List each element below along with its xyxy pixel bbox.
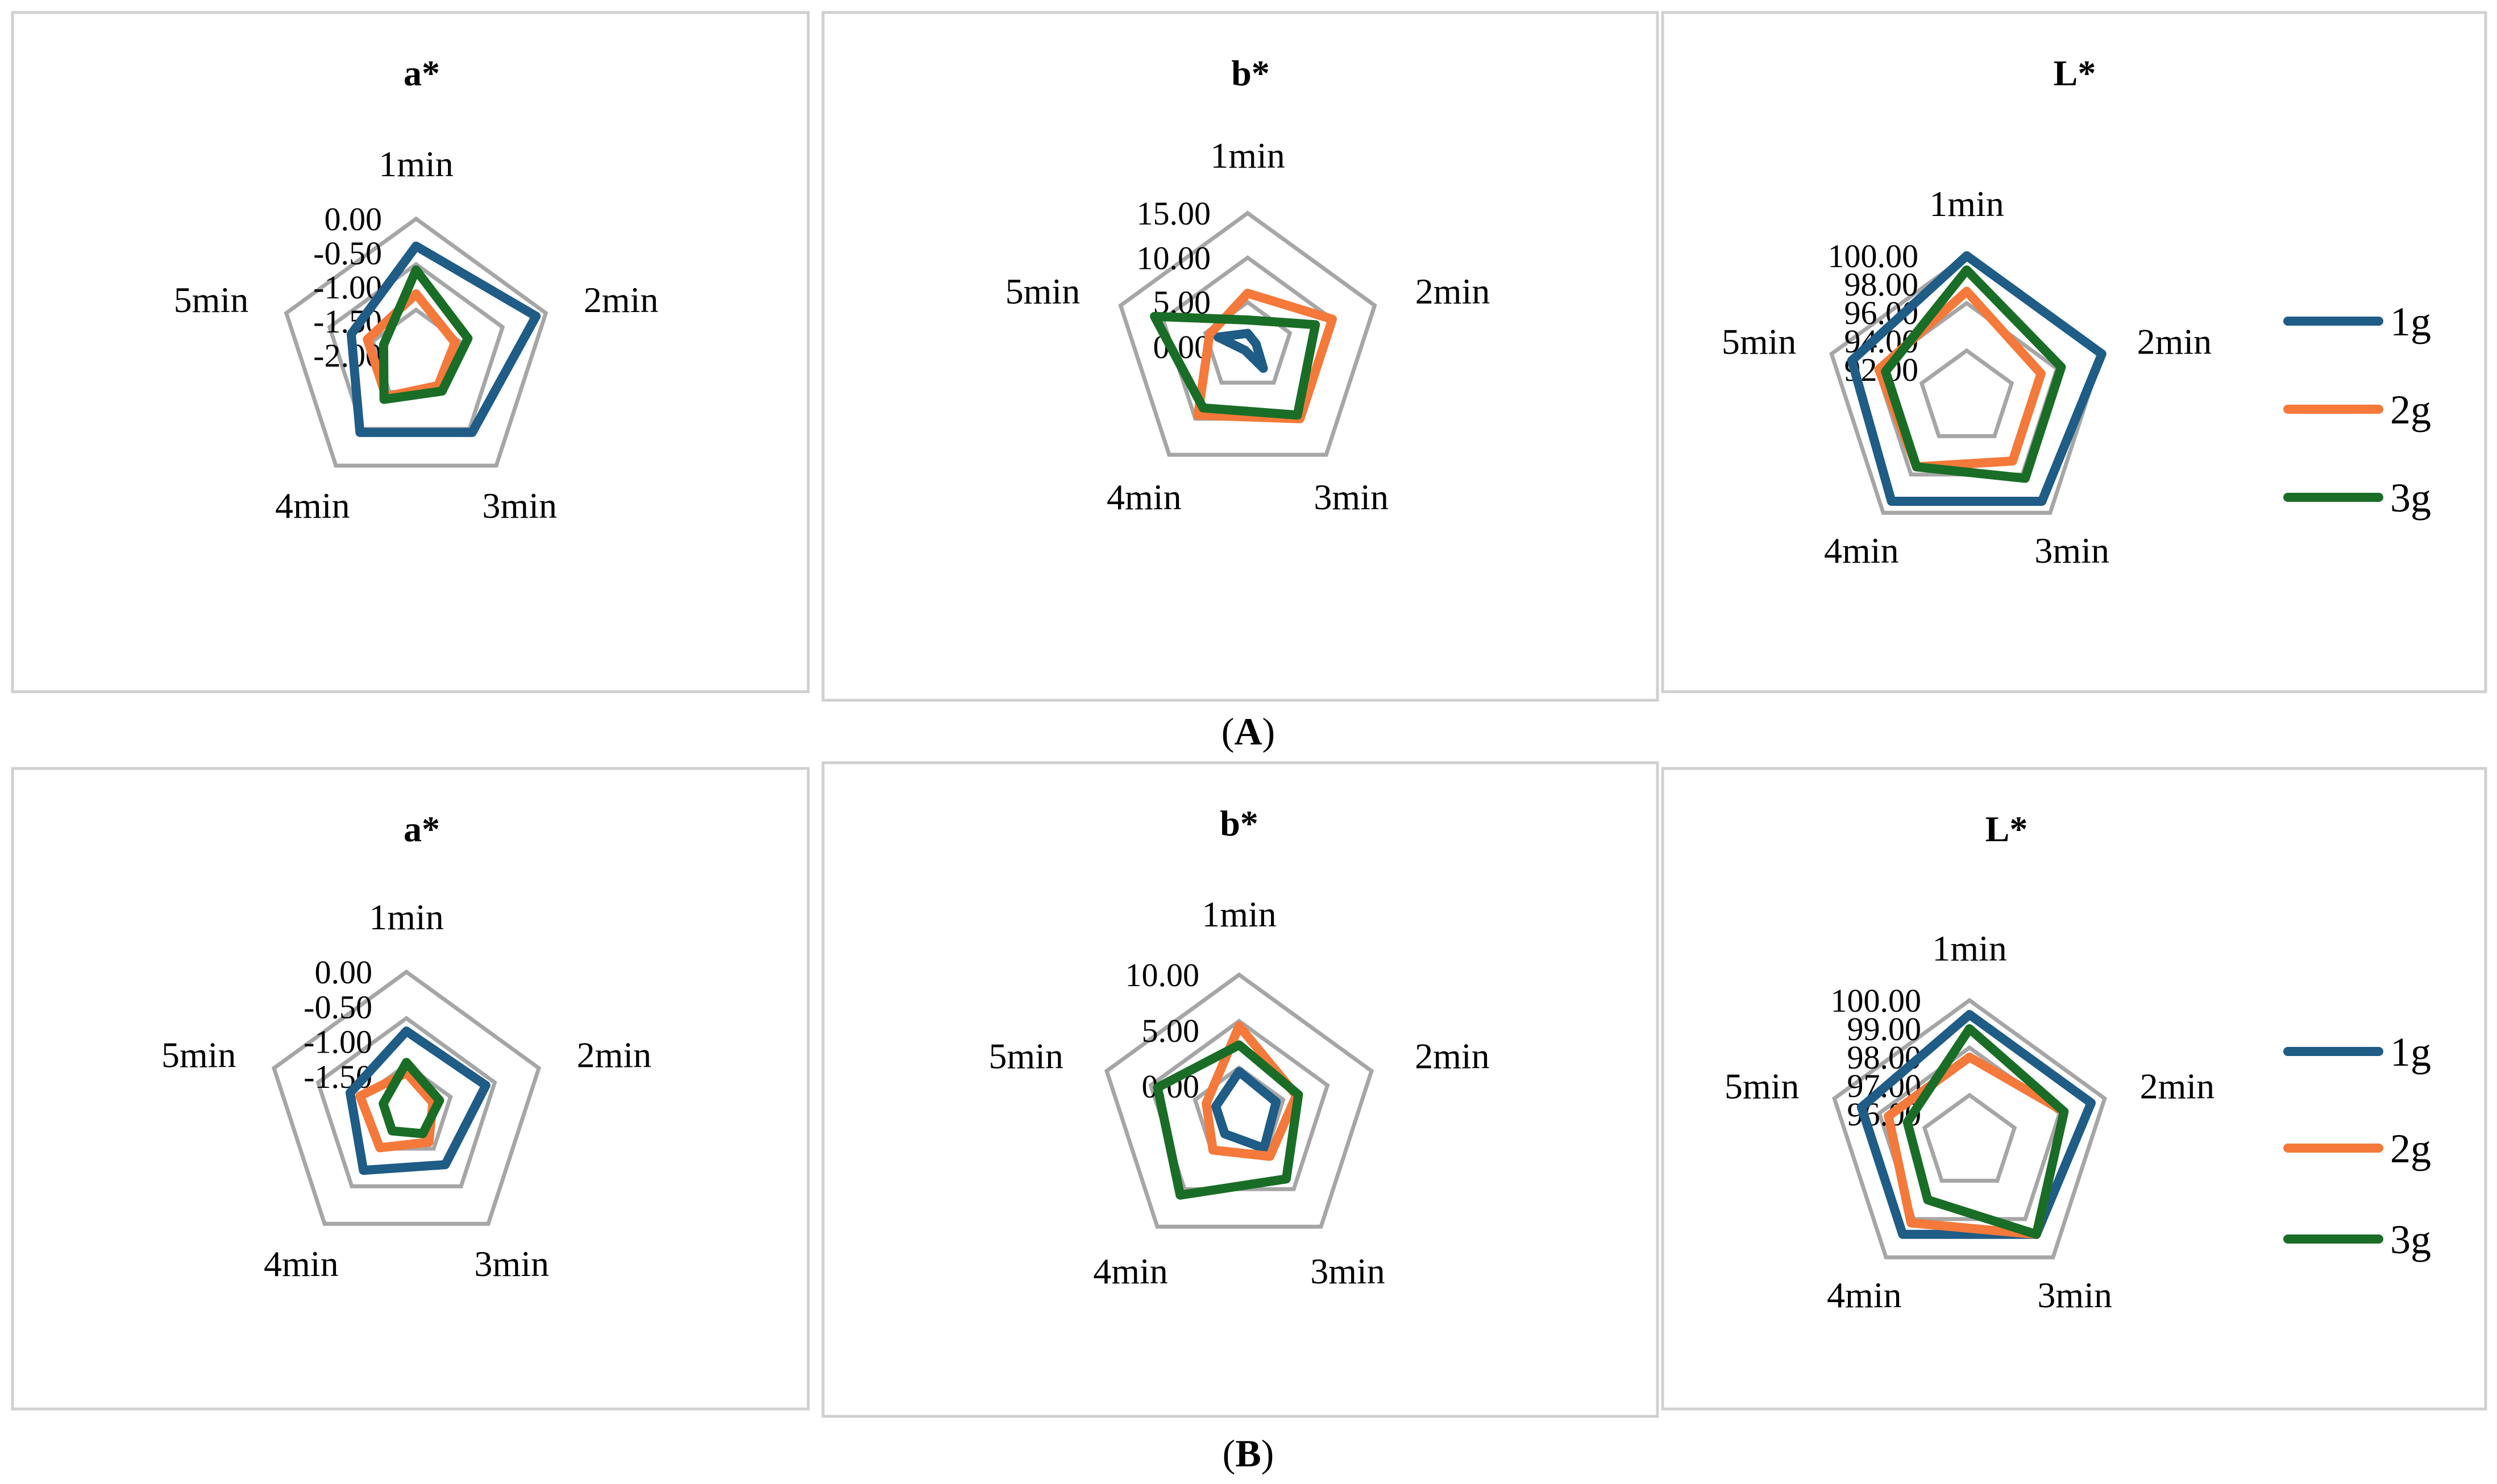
category-label-2min: 2min	[577, 1035, 652, 1075]
grid-ring	[315, 1016, 497, 1188]
category-label-2min: 2min	[2137, 322, 2212, 362]
series-1g	[1847, 251, 2107, 506]
category-label-1min: 1min	[1932, 928, 2007, 968]
chart-title: a*	[404, 53, 440, 93]
category-label-3min: 3min	[474, 1244, 549, 1284]
category-label-1min: 1min	[369, 897, 444, 937]
radar-chart-B-3: L*100.0099.0098.0097.0096.001min2min3min…	[1661, 767, 2487, 1411]
category-label-5min: 5min	[1725, 1066, 1800, 1107]
category-label-2min: 2min	[1415, 271, 1490, 311]
series-3g	[379, 265, 473, 404]
tick-label: 0.00	[325, 201, 383, 238]
grid-ring	[271, 969, 542, 1226]
legend-A: 1g 2g 3g	[2283, 299, 2431, 521]
tick-label: 99.00	[1847, 1011, 1922, 1047]
category-label-3min: 3min	[482, 485, 557, 526]
category-label-3min: 3min	[2034, 530, 2109, 571]
category-label-5min: 5min	[988, 1036, 1063, 1076]
tick-label: 100.00	[1828, 238, 1919, 275]
series-3g	[1150, 311, 1320, 420]
tick-label: 100.00	[1831, 982, 1922, 1019]
category-label-4min: 4min	[1093, 1251, 1168, 1291]
chart-title: L*	[2054, 53, 2096, 93]
category-label-1min: 1min	[379, 144, 454, 184]
series-3g	[1881, 265, 2066, 483]
category-label-5min: 5min	[1006, 271, 1081, 311]
panel-caption-B: (B)	[1223, 1432, 1274, 1475]
category-label-2min: 2min	[1415, 1036, 1490, 1076]
chart-title: a*	[404, 809, 440, 849]
legend-label-2g: 2g	[2390, 387, 2431, 433]
series-1g	[346, 242, 541, 437]
tick-label: 10.00	[1137, 239, 1211, 276]
legend-label-1g: 1g	[2390, 299, 2431, 344]
grid-ring	[284, 216, 549, 468]
legend-label-2g: 2g	[2390, 1126, 2431, 1171]
tick-label: -1.00	[304, 1024, 372, 1061]
category-label-4min: 4min	[1107, 477, 1182, 517]
series-3g	[1153, 1040, 1303, 1200]
tick-label: -0.50	[304, 988, 372, 1025]
category-label-1min: 1min	[1929, 184, 2004, 224]
chart-title: b*	[1220, 803, 1258, 843]
series-2g	[1193, 289, 1337, 423]
category-label-5min: 5min	[1722, 322, 1797, 362]
tick-label: -1.00	[313, 269, 382, 306]
chart-frame	[1661, 11, 2487, 693]
series-1g	[1211, 1067, 1281, 1153]
chart-frame	[821, 761, 1659, 1418]
tick-label: 5.00	[1142, 1012, 1200, 1049]
tick-label: 10.00	[1125, 957, 1200, 994]
tick-label: -0.50	[313, 235, 382, 272]
chart-title: L*	[1985, 809, 2028, 849]
category-label-3min: 3min	[1314, 477, 1389, 517]
category-label-1min: 1min	[1202, 894, 1277, 934]
category-label-1min: 1min	[1210, 135, 1285, 176]
series-3g	[1902, 1024, 2069, 1239]
radar-chart-A-3: L*100.0098.0096.0094.0092.001min2min3min…	[1661, 11, 2487, 693]
tick-label: 15.00	[1137, 195, 1211, 232]
series-1g	[1856, 1010, 2096, 1239]
chart-frame	[821, 11, 1659, 702]
series-2g	[355, 1068, 438, 1153]
category-label-2min: 2min	[584, 280, 659, 320]
legend-label-3g: 3g	[2390, 475, 2431, 521]
series-1g	[1213, 329, 1268, 373]
chart-frame	[11, 11, 810, 693]
chart-frame	[11, 767, 810, 1411]
category-label-2min: 2min	[2140, 1066, 2215, 1107]
category-label-4min: 4min	[1827, 1275, 1902, 1315]
category-label-3min: 3min	[2037, 1275, 2112, 1315]
grid-ring	[1104, 972, 1374, 1229]
category-label-5min: 5min	[161, 1035, 236, 1075]
chart-title: b*	[1231, 53, 1270, 93]
category-label-3min: 3min	[1310, 1251, 1385, 1291]
grid-ring	[1832, 997, 2107, 1259]
panel-caption-A: (A)	[1222, 710, 1275, 753]
tick-label: 0.00	[315, 954, 373, 991]
series-1g	[346, 1026, 491, 1175]
radar-chart-A-1: a*0.00-0.50-1.00-1.50-2.001min2min3min4m…	[11, 11, 810, 693]
category-label-4min: 4min	[264, 1244, 339, 1284]
legend-B: 1g 2g 3g	[2283, 1029, 2431, 1262]
grid-ring	[1118, 210, 1377, 457]
tick-label: 98.00	[1844, 266, 1919, 303]
category-label-4min: 4min	[275, 485, 350, 526]
series-3g	[379, 1058, 444, 1138]
category-label-5min: 5min	[174, 280, 249, 320]
radar-chart-B-1: a*0.00-0.50-1.00-1.501min2min3min4min5mi…	[11, 767, 810, 1411]
legend-label-3g: 3g	[2390, 1217, 2431, 1262]
grid-ring	[1919, 348, 2014, 438]
category-label-4min: 4min	[1824, 530, 1899, 571]
grid-ring	[1922, 1092, 2017, 1183]
legend-label-1g: 1g	[2390, 1029, 2431, 1075]
